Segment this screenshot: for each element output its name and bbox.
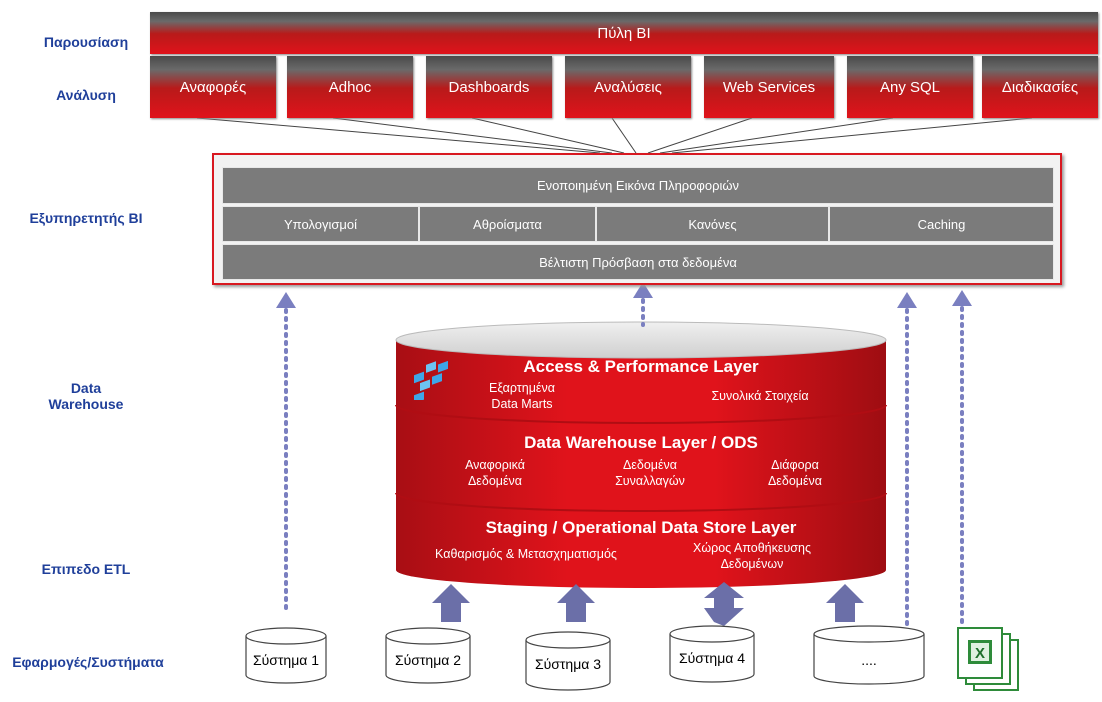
staging-layer-cleansing: Καθαρισμός & Μετασχηματισμός: [435, 547, 617, 561]
dw-layer-reference-data-line1: Αναφορικά: [465, 458, 525, 472]
analysis-box-label: Any SQL: [879, 78, 941, 96]
dw-layer-misc-data-line2: Δεδομένα: [767, 474, 823, 488]
bi-portal-bar[interactable]: Πύλη BI: [150, 12, 1098, 54]
analysis-box-web-services[interactable]: Web Services: [704, 56, 834, 118]
analysis-box-any-sql[interactable]: Any SQL: [847, 56, 973, 118]
cylinder-body: [396, 340, 886, 588]
staging-layer-storage: Χώρος Αποθήκευσης Δεδομένων: [672, 540, 832, 572]
access-layer-data-marts-line2: Data Marts: [491, 397, 553, 411]
label-data-warehouse: Data Warehouse: [24, 380, 148, 412]
dw-layer-misc-data-line1: Διάφορα: [771, 458, 819, 472]
block-arrows: [432, 582, 864, 626]
access-layer-title: Access & Performance Layer: [523, 357, 759, 376]
dw-layer-transaction-data-line2: Συναλλαγών: [615, 474, 685, 488]
system-cylinder-3: [525, 631, 611, 691]
block-arrow-5: [826, 584, 864, 622]
analysis-box-dashboards[interactable]: Dashboards: [426, 56, 552, 118]
analysis-box-label: Dashboards: [448, 78, 530, 96]
analysis-box-adhoc[interactable]: Adhoc: [287, 56, 413, 118]
analysis-box-label: Αναφορές: [179, 78, 247, 96]
warehouse-cylinder: [395, 321, 887, 588]
block-arrow-4-bidirectional: [704, 582, 744, 626]
connector-line-5: [647, 117, 753, 154]
bi-optimal-access[interactable]: Βέλτιστη Πρόσβαση στα δεδομένα: [222, 244, 1054, 280]
connector-line-1: [196, 117, 601, 154]
system-cylinder-5: [813, 625, 925, 685]
label-data-warehouse-line2: Warehouse: [48, 396, 124, 412]
bi-aggregates-label: Αθροίσματα: [473, 216, 542, 232]
connector-line-3: [471, 117, 625, 154]
analysis-box-reports[interactable]: Αναφορές: [150, 56, 276, 118]
bi-calculations-label: Υπολογισμοί: [284, 216, 357, 232]
label-analysis: Ανάλυση: [56, 87, 116, 103]
analysis-box-label: Αναλύσεις: [594, 78, 662, 96]
dotted-arrow-4: [952, 290, 972, 627]
system-3-label[interactable]: Σύστημα 3: [534, 656, 602, 672]
bi-caching-label: Caching: [917, 216, 966, 232]
analysis-box-procedures[interactable]: Διαδικασίες: [982, 56, 1098, 118]
system-cylinder-2: [385, 627, 471, 684]
excel-file-icon[interactable]: X: [952, 626, 1038, 694]
system-2-label[interactable]: Σύστημα 2: [394, 652, 462, 668]
bi-optimal-access-label: Βέλτιστη Πρόσβαση στα δεδομένα: [539, 254, 737, 270]
access-layer-aggregates: Συνολικά Στοιχεία: [711, 389, 809, 403]
system-cylinders: [245, 625, 925, 691]
bi-rules-label: Κανόνες: [688, 216, 737, 232]
dotted-arrows: [276, 282, 972, 627]
label-bi-server: Εξυπηρετητής BI: [29, 210, 143, 226]
system-1-label[interactable]: Σύστημα 1: [252, 652, 320, 668]
dw-layer-reference-data: Αναφορικά Δεδομένα: [440, 457, 550, 489]
dw-layer-title: Data Warehouse Layer / ODS: [524, 433, 758, 452]
bi-aggregates[interactable]: Αθροίσματα: [419, 206, 596, 242]
staging-layer-storage-line2: Δεδομένων: [720, 557, 784, 571]
dw-layer-misc-data: Διάφορα Δεδομένα: [745, 457, 845, 489]
staging-layer-storage-line1: Χώρος Αποθήκευσης: [693, 541, 811, 555]
system-cylinder-4: [669, 625, 755, 683]
connector-line-6: [659, 117, 894, 154]
bi-portal-label: Πύλη BI: [597, 24, 651, 42]
svg-text:X: X: [975, 645, 985, 662]
staging-layer-title: Staging / Operational Data Store Layer: [485, 518, 797, 537]
cylinder-divider-2: [395, 492, 887, 512]
dotted-arrow-2: [633, 282, 653, 327]
label-etl-level: Επιπεδο ETL: [41, 561, 131, 577]
system-cylinder-1: [245, 627, 327, 684]
dw-layer-transaction-data: Δεδομένα Συναλλαγών: [590, 457, 710, 489]
access-layer-data-marts: Εξαρτημένα Data Marts: [462, 380, 582, 412]
bi-unified-view[interactable]: Ενοποιημένη Εικόνα Πληροφοριών: [222, 167, 1054, 204]
access-layer-data-marts-line1: Εξαρτημένα: [489, 381, 555, 395]
connector-line-7: [671, 117, 1033, 154]
connector-line-2: [332, 117, 613, 154]
label-data-warehouse-line1: Data: [70, 380, 102, 396]
system-5-label[interactable]: ....: [861, 652, 877, 668]
bi-calculations[interactable]: Υπολογισμοί: [222, 206, 419, 242]
bi-rules[interactable]: Κανόνες: [596, 206, 829, 242]
analysis-box-label: Διαδικασίες: [1001, 78, 1079, 96]
cylinder-divider-1: [395, 404, 887, 424]
block-arrow-3: [557, 584, 595, 622]
bi-server-panel: Ενοποιημένη Εικόνα Πληροφοριών Υπολογισμ…: [212, 153, 1062, 285]
cube-logo-icon: [414, 360, 448, 400]
block-arrow-2: [432, 584, 470, 622]
connector-line-4: [611, 117, 637, 154]
label-apps-systems: Εφαρμογές/Συστήματα: [12, 654, 164, 670]
cylinder-top: [395, 321, 887, 359]
dw-layer-transaction-data-line1: Δεδομένα: [622, 458, 678, 472]
bi-unified-view-label: Ενοποιημένη Εικόνα Πληροφοριών: [536, 178, 740, 193]
system-4-label[interactable]: Σύστημα 4: [678, 650, 746, 666]
label-presentation: Παρουσίαση: [43, 34, 129, 50]
dw-layer-reference-data-line2: Δεδομένα: [467, 474, 523, 488]
bi-caching[interactable]: Caching: [829, 206, 1054, 242]
dotted-arrow-3: [897, 292, 917, 627]
analysis-box-label: Adhoc: [328, 78, 372, 96]
analysis-box-label: Web Services: [722, 78, 816, 96]
analysis-box-analyses[interactable]: Αναλύσεις: [565, 56, 691, 118]
dotted-arrow-1: [276, 292, 296, 612]
connector-lines: [196, 117, 1033, 154]
